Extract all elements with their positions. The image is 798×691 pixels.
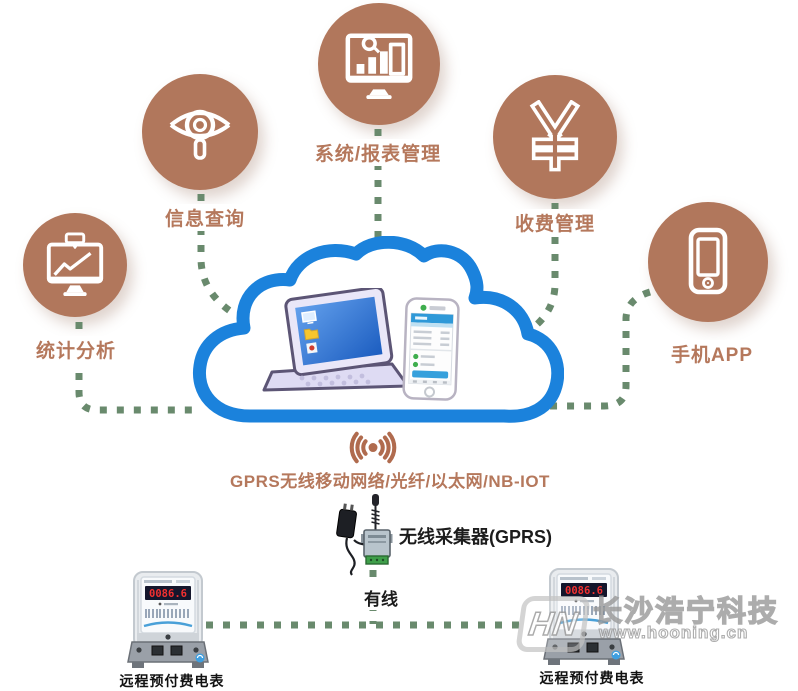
node-info-label: 信息查询 bbox=[160, 204, 250, 231]
watermark-company: 长沙浩宁科技 bbox=[592, 595, 780, 628]
gprs-collector-illustration bbox=[336, 494, 393, 576]
node-app-circle bbox=[648, 202, 768, 322]
node-app-label: 手机APP bbox=[666, 340, 758, 367]
yuan-currency-icon bbox=[529, 100, 581, 172]
meter-left-illustration: 0086.6 bbox=[127, 571, 209, 668]
meter-left-display: 0086.6 bbox=[149, 588, 187, 600]
watermark-url: www.hooning.cn bbox=[598, 622, 749, 642]
mobile-phone-illustration bbox=[402, 297, 460, 401]
node-stats-label: 统计分析 bbox=[31, 336, 121, 363]
meter-right-display: 0086.6 bbox=[565, 585, 603, 597]
node-fee-circle bbox=[493, 75, 617, 199]
node-report-label: 系统/报表管理 bbox=[310, 139, 446, 166]
wifi-signal-icon bbox=[349, 431, 397, 464]
laptop-illustration bbox=[262, 288, 410, 392]
watermark-logo: HN bbox=[515, 596, 591, 652]
monitor-bar-chart-icon bbox=[345, 33, 413, 100]
connector-app-cloud bbox=[549, 288, 652, 410]
network-label: GPRS无线移动网络/光纤/以太网/NB-IOT bbox=[230, 472, 550, 491]
collector-label: 无线采集器(GPRS) bbox=[399, 527, 552, 547]
node-fee-label: 收费管理 bbox=[510, 209, 600, 236]
connector-stats-cloud bbox=[75, 322, 200, 414]
eye-magnifier-icon bbox=[169, 109, 231, 160]
watermark: HN 长沙浩宁科技 www.hooning.cn bbox=[513, 588, 795, 658]
connector-info-cloud bbox=[197, 194, 235, 316]
monitor-line-chart-icon bbox=[46, 232, 104, 297]
meter-right-illustration: 0086.6 bbox=[543, 568, 625, 665]
wired-label: 有线 bbox=[357, 585, 405, 610]
node-report-circle bbox=[318, 3, 440, 125]
watermark-logo-text: HN bbox=[526, 604, 580, 643]
node-info-circle bbox=[142, 74, 258, 190]
meter-right-label: 远程预付费电表 bbox=[539, 670, 645, 686]
meter-left-label: 远程预付费电表 bbox=[119, 673, 225, 689]
connector-fee-cloud bbox=[524, 203, 559, 336]
node-stats-circle bbox=[23, 213, 127, 317]
smartphone-icon bbox=[688, 227, 728, 295]
